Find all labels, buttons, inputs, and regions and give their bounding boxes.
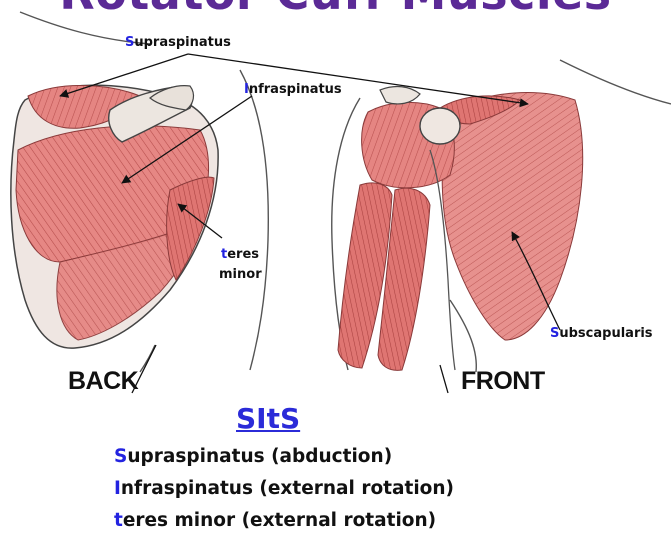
front-divider-line	[439, 364, 449, 394]
mnemonic-line-supraspinatus: Supraspinatus (abduction)	[114, 446, 393, 467]
mnemonic-line-teres-minor: teres minor (external rotation)	[114, 510, 437, 531]
label-minor: minor	[219, 267, 262, 282]
biceps-short-head	[377, 187, 431, 371]
humeral-head	[419, 107, 461, 145]
back-view-label: BACK	[68, 367, 139, 395]
slide-title: Rotator Cuff Muscles	[0, 0, 671, 20]
mnemonic-heading: SItS	[236, 402, 301, 435]
back-view-scapula	[10, 84, 219, 349]
biceps-long-head	[337, 182, 393, 369]
front-view-label: FRONT	[461, 367, 545, 395]
supraspinatus-pointer-back	[59, 53, 189, 98]
supraspinatus-pointer-front	[187, 53, 529, 108]
label-supraspinatus: Supraspinatus	[125, 35, 231, 50]
teres-minor-muscle	[166, 176, 215, 281]
subscapularis-pointer	[511, 231, 561, 331]
label-infraspinatus: Infraspinatus	[244, 82, 342, 97]
back-divider-line	[131, 344, 157, 394]
infraspinatus-pointer	[121, 95, 253, 184]
label-subscapularis: Subscapularis	[550, 326, 653, 341]
label-pointers	[59, 53, 561, 394]
front-view-shoulder	[337, 85, 584, 371]
teres-minor-pointer	[177, 203, 223, 239]
mnemonic-line-infraspinatus: Infraspinatus (external rotation)	[114, 478, 454, 499]
label-teres: teres	[221, 247, 260, 262]
subscapularis-muscle	[441, 92, 584, 341]
